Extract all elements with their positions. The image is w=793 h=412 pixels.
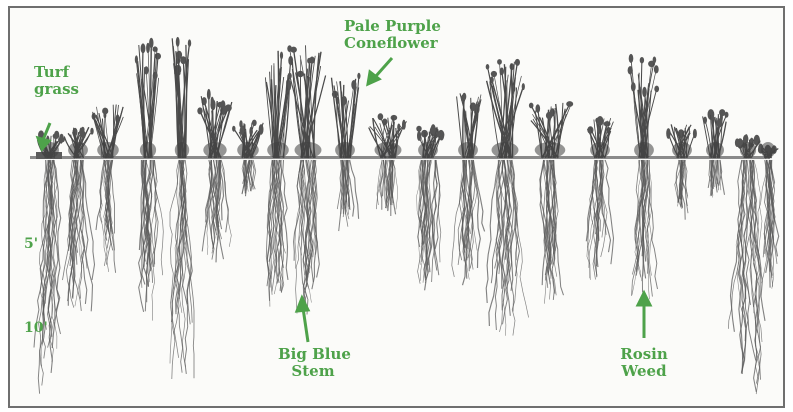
root-system-10 <box>337 160 358 231</box>
ground-line <box>30 156 770 159</box>
root-system-19 <box>708 160 724 198</box>
root-system-18 <box>675 160 688 220</box>
root-system-9 <box>294 160 320 315</box>
plant-top-2 <box>64 127 94 158</box>
root-system-20 <box>729 160 766 394</box>
root-system-11 <box>376 160 397 216</box>
root-system-4 <box>139 160 164 321</box>
plant-top-14 <box>486 59 525 158</box>
root-system-2 <box>63 160 95 311</box>
plant-top-12 <box>416 124 444 158</box>
plant-top-9 <box>287 45 325 158</box>
root-system-14 <box>486 160 528 336</box>
plant-top-6 <box>197 89 232 158</box>
plant-top-5 <box>172 37 191 158</box>
plant-top-20 <box>735 134 761 158</box>
plant-top-17 <box>628 54 659 158</box>
plant-top-4 <box>135 38 161 158</box>
plant-top-7 <box>232 120 263 158</box>
plant-top-21 <box>758 142 778 158</box>
plant-top-10 <box>332 73 361 158</box>
big-blue-stem-label: Big BlueStem <box>278 346 348 380</box>
plant-top-15 <box>529 101 573 158</box>
root-system-7 <box>242 160 256 196</box>
plant-top-8 <box>265 51 293 158</box>
plant-top-11 <box>369 113 407 158</box>
root-system-1 <box>34 160 61 394</box>
root-system-17 <box>632 160 658 299</box>
plant-top-16 <box>587 116 613 158</box>
root-system-5 <box>170 160 194 379</box>
root-system-6 <box>202 160 231 262</box>
plant-top-19 <box>703 109 729 158</box>
rosin-weed-label: RosinWeed <box>614 346 674 380</box>
root-system-13 <box>452 160 485 285</box>
root-system-15 <box>540 160 564 304</box>
pale-purple-coneflower-label: Pale PurpleConeflower <box>344 18 441 52</box>
plant-tops <box>37 37 778 158</box>
depth-10ft-label: 10' <box>24 320 48 336</box>
plant-top-3 <box>92 105 124 159</box>
root-system-16 <box>586 160 613 280</box>
root-system-3 <box>96 160 116 273</box>
depth-5ft-label: 5' <box>24 236 38 252</box>
root-system-12 <box>417 160 441 290</box>
plant-top-18 <box>666 124 697 158</box>
turf-grass-label: Turfgrass <box>34 64 79 98</box>
plant-top-13 <box>457 93 481 158</box>
root-system-8 <box>266 160 288 307</box>
diagram-frame: Turfgrass Pale PurpleConeflower Big Blue… <box>8 6 785 408</box>
